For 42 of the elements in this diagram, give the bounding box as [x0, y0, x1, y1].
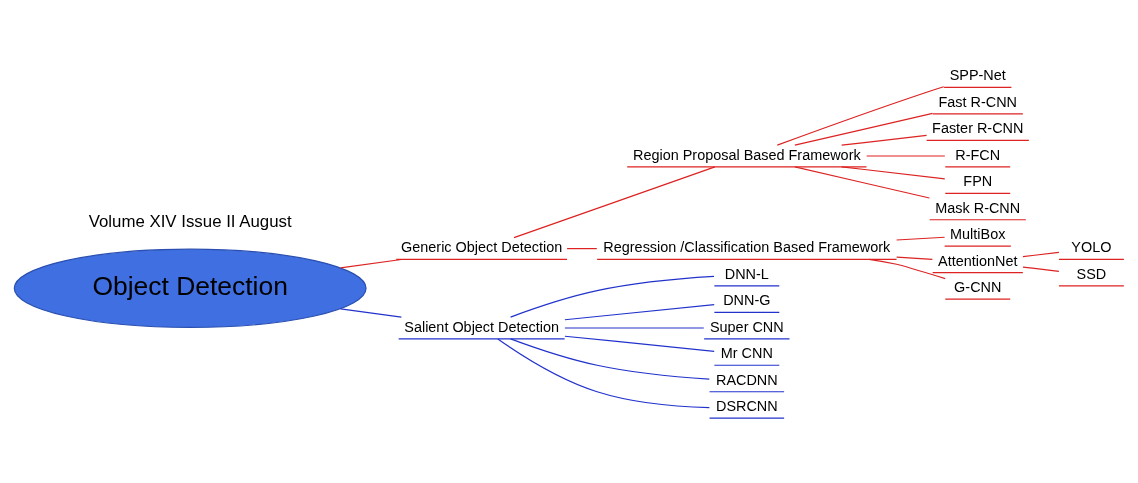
node-text: FPN — [963, 172, 993, 189]
node-text: Mr CNN — [720, 344, 773, 361]
label: Volume XIV Issue II August — [88, 211, 292, 231]
node-text: G-CNN — [954, 278, 1002, 295]
node-ellipse: Object Detection — [13, 248, 367, 328]
node-text: YOLO — [1071, 238, 1112, 255]
node-text: Salient Object Detection — [404, 318, 560, 335]
node-text: AttentionNet — [938, 252, 1018, 269]
node-text: Fast R-CNN — [938, 93, 1018, 110]
connector — [794, 165, 930, 199]
node-text: Regression /Classification Based Framework — [603, 238, 891, 255]
connector — [509, 275, 715, 318]
node-text: DNN-L — [724, 265, 769, 282]
connector — [794, 112, 934, 146]
connector — [566, 247, 598, 249]
node-text: SSD — [1076, 265, 1107, 282]
connector — [868, 258, 946, 279]
connector — [339, 258, 402, 268]
connector — [513, 165, 716, 238]
connector — [841, 134, 928, 146]
node-text: MultiBox — [950, 225, 1006, 242]
connector — [509, 337, 710, 380]
node-text: RACDNN — [715, 371, 778, 388]
connector — [564, 335, 715, 352]
connector — [896, 236, 946, 241]
connector — [1022, 265, 1060, 272]
node-text: DNN-G — [723, 291, 771, 308]
node-text: Faster R-CNN — [932, 119, 1024, 136]
connector — [1022, 251, 1060, 257]
connector — [339, 307, 402, 318]
node-text: Super CNN — [709, 318, 784, 335]
node-text: SPP-Net — [949, 66, 1006, 83]
node-text: DSRCNN — [715, 397, 778, 414]
node-text: Mask R-CNN — [935, 199, 1021, 216]
node-text: Generic Object Detection — [401, 238, 563, 255]
connector — [896, 256, 933, 260]
connector — [564, 303, 715, 320]
connector — [497, 337, 710, 408]
connector — [841, 165, 946, 179]
connector — [776, 85, 945, 146]
node-text: R-FCN — [955, 146, 1001, 163]
node-text: Region Proposal Based Framework — [633, 146, 861, 163]
